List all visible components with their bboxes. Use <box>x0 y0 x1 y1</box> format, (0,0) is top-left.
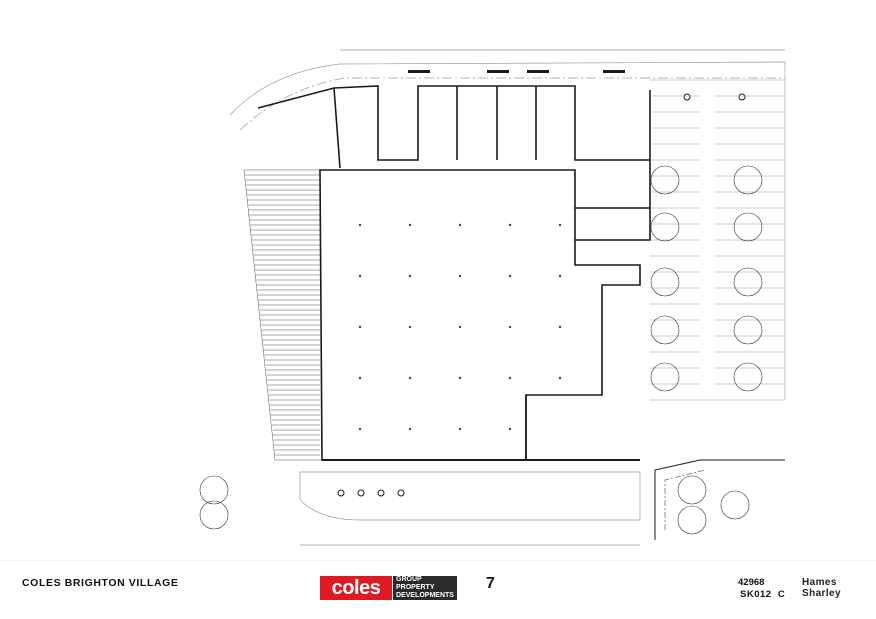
site-plan-drawing <box>199 49 786 546</box>
road-markings <box>408 70 625 73</box>
main-building <box>257 85 651 461</box>
column-grid <box>358 223 562 431</box>
southeast-boundary <box>654 459 785 540</box>
front-road <box>299 471 641 546</box>
revision-letter: C <box>777 589 786 600</box>
coles-logo: coles <box>320 576 392 600</box>
drawing-id: SK012 <box>740 589 772 600</box>
firm-line-1: Hames <box>802 577 837 588</box>
trees <box>199 165 763 535</box>
street-boundary <box>229 49 786 131</box>
drawing-number: SK012 C <box>740 589 785 600</box>
group-line-2: PROPERTY <box>396 584 435 591</box>
west-ramp <box>243 169 323 461</box>
job-number: 42968 <box>738 577 765 588</box>
architect-logo: Hames Sharley <box>802 577 841 599</box>
group-line-1: GROUP <box>396 576 422 583</box>
project-title: COLES BRIGHTON VILLAGE <box>22 577 179 589</box>
accessible-parking-symbols <box>337 93 746 497</box>
group-line-3: DEVELOPMENTS <box>396 592 454 599</box>
firm-line-2: Sharley <box>802 588 841 599</box>
east-car-park <box>650 62 786 401</box>
north-arrow: 7 <box>486 575 495 592</box>
coles-group-property-developments: GROUP PROPERTY DEVELOPMENTS <box>393 576 457 600</box>
